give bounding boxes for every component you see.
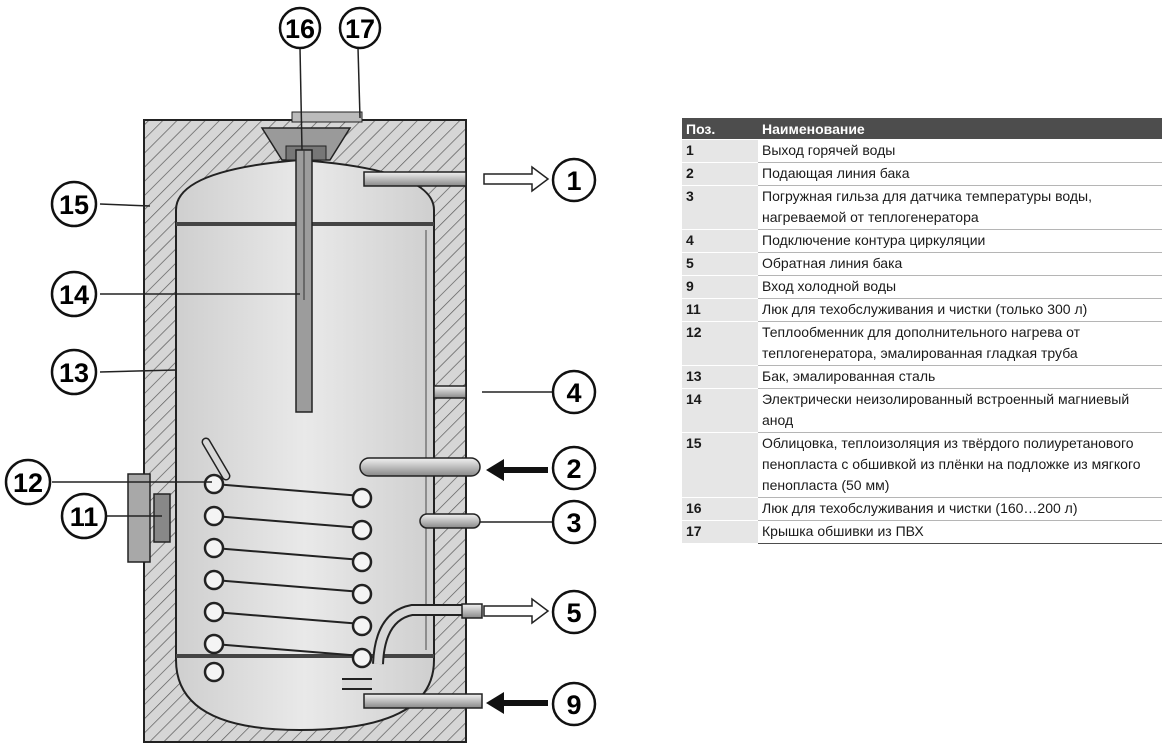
callout-1-label: 1 xyxy=(566,166,581,196)
legend-pos: 16 xyxy=(682,497,758,521)
callout-15-label: 15 xyxy=(59,190,89,220)
callout-14: 14 xyxy=(50,270,98,318)
callout-12-label: 12 xyxy=(13,468,43,498)
legend-header-row: Поз. Наименование xyxy=(682,118,1162,140)
leader-lines xyxy=(52,47,552,523)
legend-header-name: Наименование xyxy=(758,118,1162,140)
callout-9-label: 9 xyxy=(566,690,581,720)
legend-pos: 17 xyxy=(682,520,758,544)
callouts: 16 17 15 14 13 12 11 1 4 2 3 5 9 xyxy=(4,6,597,727)
water-heater-diagram: 16 17 15 14 13 12 11 1 4 2 3 5 9 xyxy=(4,6,597,743)
legend-name: Облицовка, теплоизоляция из твёрдого пол… xyxy=(758,432,1162,498)
legend-name: Крышка обшивки из ПВХ xyxy=(758,520,1162,544)
legend-pos: 12 xyxy=(682,321,758,366)
legend-header-pos: Поз. xyxy=(682,118,758,140)
legend-pos: 9 xyxy=(682,275,758,299)
callout-3: 3 xyxy=(551,499,597,545)
connection-pipes xyxy=(359,171,483,709)
legend-name: Погружная гильза для датчика температуры… xyxy=(758,185,1162,230)
callout-5-label: 5 xyxy=(566,598,581,628)
callout-1: 1 xyxy=(551,157,597,203)
callout-4: 4 xyxy=(551,369,597,415)
callout-15: 15 xyxy=(50,180,98,228)
legend-pos: 11 xyxy=(682,298,758,322)
callout-12: 12 xyxy=(4,458,52,506)
callout-13: 13 xyxy=(50,348,98,396)
legend-name: Люк для техобслуживания и чистки (160…20… xyxy=(758,497,1162,521)
flow-arrows xyxy=(483,165,550,714)
legend-name: Люк для техобслуживания и чистки (только… xyxy=(758,298,1162,322)
legend-name: Подключение контура циркуляции xyxy=(758,229,1162,253)
callout-2-label: 2 xyxy=(566,454,581,484)
legend-name: Подающая линия бака xyxy=(758,162,1162,186)
callout-5: 5 xyxy=(551,589,597,635)
callout-17-label: 17 xyxy=(345,14,375,44)
legend-name: Вход холодной воды xyxy=(758,275,1162,299)
side-service-hatch xyxy=(127,473,171,563)
callout-9: 9 xyxy=(551,681,597,727)
legend-pos: 15 xyxy=(682,432,758,498)
callout-17: 17 xyxy=(338,6,382,50)
legend-name: Бак, эмалированная сталь xyxy=(758,365,1162,389)
legend-pos: 14 xyxy=(682,388,758,433)
callout-14-label: 14 xyxy=(59,280,89,310)
legend-pos: 5 xyxy=(682,252,758,276)
legend-pos: 3 xyxy=(682,185,758,230)
legend-pos: 1 xyxy=(682,139,758,163)
legend-name: Теплообменник для дополнительного нагрев… xyxy=(758,321,1162,366)
callout-16-label: 16 xyxy=(285,14,315,44)
callout-3-label: 3 xyxy=(566,508,581,538)
legend-pos: 2 xyxy=(682,162,758,186)
heat-exchanger-coil xyxy=(201,437,466,690)
legend-pos: 13 xyxy=(682,365,758,389)
callout-11-label: 11 xyxy=(70,502,99,532)
legend-name: Выход горячей воды xyxy=(758,139,1162,163)
callout-11: 11 xyxy=(60,492,108,540)
callout-16: 16 xyxy=(278,6,322,50)
legend-name: Электрически неизолированный встроенный … xyxy=(758,388,1162,433)
callout-13-label: 13 xyxy=(59,358,89,388)
legend-pos: 4 xyxy=(682,229,758,253)
callout-2: 2 xyxy=(551,445,597,491)
legend-name: Обратная линия бака xyxy=(758,252,1162,276)
callout-4-label: 4 xyxy=(566,378,581,408)
magnesium-anode xyxy=(295,149,313,413)
